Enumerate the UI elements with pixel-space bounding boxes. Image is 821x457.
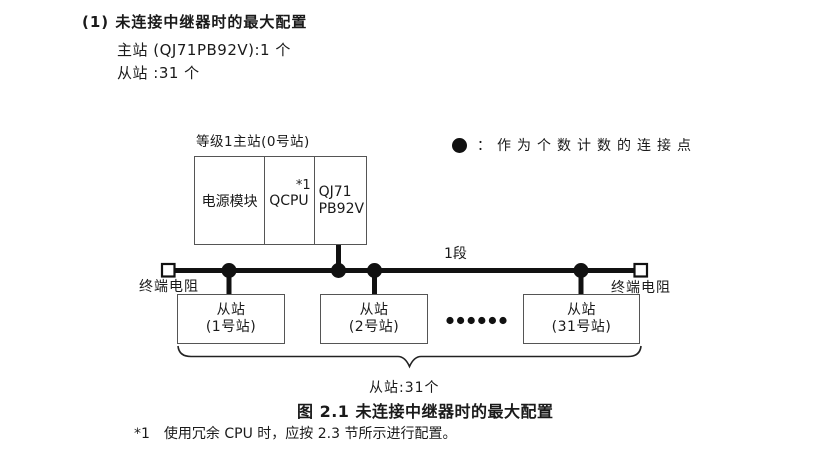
ellipsis-dots	[446, 316, 507, 325]
terminator-label-left: 终端电阻	[139, 279, 199, 295]
slaves-total-label: 从站:31个	[369, 380, 440, 396]
qj71pb92v-label: QJ71 PB92V	[318, 184, 365, 217]
footnote-ref-marker: *1	[295, 178, 311, 193]
footnote-marker: *1	[134, 426, 150, 442]
master-station-box: 电源模块 *1 QCPU QJ71 PB92V	[194, 156, 367, 245]
connection-point-dot	[331, 263, 346, 278]
legend-colon: ：	[477, 138, 491, 154]
connection-point-dot	[573, 263, 589, 278]
connection-point-dot	[221, 263, 237, 278]
terminator-label-right: 终端电阻	[611, 280, 671, 296]
legend-label: 作为个数计数的连接点	[497, 138, 697, 154]
qcpu-label: QCPU	[269, 193, 309, 209]
slave-station-1-box: 从站 (1号站)	[177, 294, 285, 344]
terminator-square-right	[633, 262, 649, 278]
slaves-underbrace	[177, 345, 642, 369]
master-station-label: 等级1主站(0号站)	[196, 134, 310, 150]
power-module-label: 电源模块	[201, 193, 258, 210]
master-count-line: 主站 (QJ71PB92V):1 个	[117, 41, 291, 59]
footnote: *1 使用冗余 CPU 时，应按 2.3 节所示进行配置。	[134, 423, 456, 443]
connection-point-legend-icon	[452, 137, 467, 153]
slave-station-2-box: 从站 (2号站)	[320, 294, 428, 344]
qj71pb92v-cell: QJ71 PB92V	[313, 157, 366, 244]
legend: ： 作为个数计数的连接点	[452, 135, 697, 155]
segment-label: 1段	[444, 246, 467, 262]
qcpu-cell: *1 QCPU	[264, 157, 313, 244]
footnote-text: 使用冗余 CPU 时，应按 2.3 节所示进行配置。	[163, 426, 457, 442]
power-module-cell: 电源模块	[195, 157, 264, 244]
connection-point-dot	[367, 263, 382, 278]
terminator-square-left	[160, 262, 176, 278]
slave-count-line: 从站 :31 个	[117, 64, 200, 82]
section-heading: (1) 未连接中继器时的最大配置	[82, 13, 308, 31]
slave-station-31-box: 从站 (31号站)	[523, 294, 640, 344]
figure-caption: 图 2.1 未连接中继器时的最大配置	[297, 402, 554, 421]
